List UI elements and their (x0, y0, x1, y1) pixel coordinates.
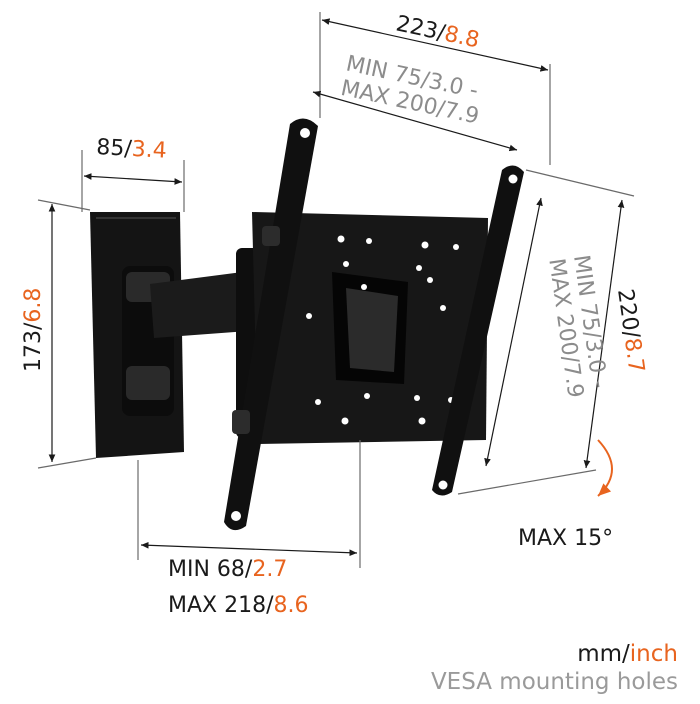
arm-extension-min-label: MIN 68/2.7 (168, 557, 287, 582)
swivel-arm (150, 270, 262, 338)
vesa-horizontal-label: MIN 75/3.0 - MAX 200/7.9 (339, 51, 488, 129)
tilt-label: MAX 15° (518, 526, 613, 551)
unit-legend: mm/inch VESA mounting holes (431, 640, 678, 696)
arm-extension-max-label: MAX 218/8.6 (168, 593, 309, 618)
overall-height-label: 220/8.7 (612, 287, 649, 374)
overall-width-label: 223/8.8 (394, 11, 482, 53)
unit-legend-units: mm/inch (577, 641, 678, 667)
vesa-vertical-label: MIN 75/3.0 - MAX 200/7.9 (543, 253, 612, 400)
vesa-holes-note: VESA mounting holes (430, 669, 678, 695)
wall-plate-height-label: 173/6.8 (21, 288, 46, 372)
vesa-holes (306, 235, 459, 425)
wall-plate-width-label: 85/3.4 (96, 135, 168, 164)
unit-inch: inch (629, 641, 678, 667)
unit-mm: mm (577, 641, 623, 667)
tilt-arrow-icon (597, 439, 613, 497)
wall-mount-bracket (90, 118, 524, 531)
dimension-lines (37, 12, 635, 568)
